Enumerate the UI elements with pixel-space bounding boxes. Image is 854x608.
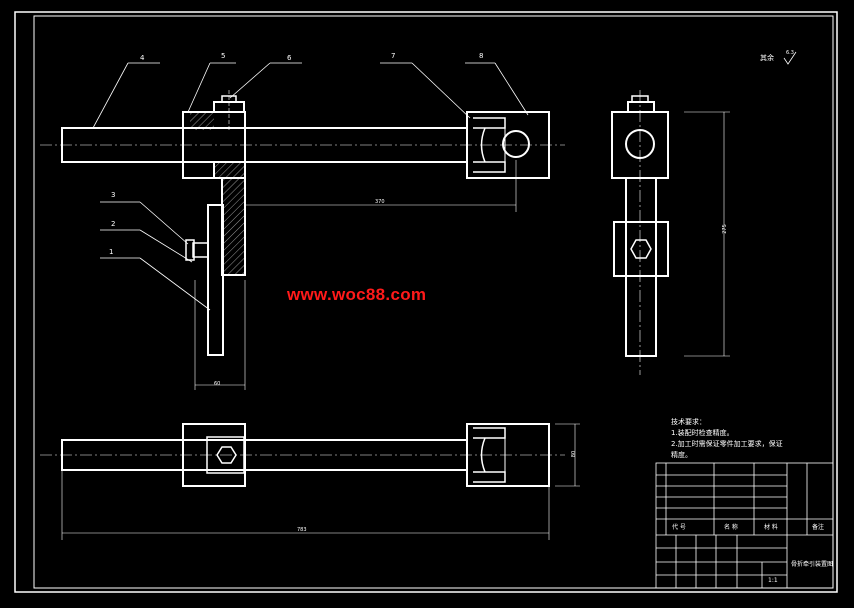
roughness-value: 6.3 bbox=[786, 50, 794, 56]
fork-end-front bbox=[466, 111, 550, 179]
side-view bbox=[611, 51, 797, 375]
notes-line-1: 1.装配时检查精度。 bbox=[671, 429, 734, 437]
outer-border bbox=[14, 11, 838, 593]
plan-view bbox=[40, 423, 580, 540]
dim-right-height: 275 bbox=[721, 224, 728, 234]
vertical-arm-front bbox=[207, 204, 224, 356]
balloon-1: 1 bbox=[109, 248, 114, 256]
tb-col-remark: 备注 bbox=[812, 524, 825, 531]
balloon-4: 4 bbox=[140, 54, 145, 62]
balloon-7: 7 bbox=[391, 52, 396, 60]
dim-top-length: 370 bbox=[375, 199, 385, 205]
technical-notes: 技术要求： 1.装配时检查精度。 2.加工时需保证零件加工要求，保证 精度。 bbox=[671, 417, 783, 461]
dim-bottom-length: 783 bbox=[297, 527, 307, 533]
notes-line-2: 2.加工时需保证零件加工要求，保证 bbox=[671, 440, 783, 448]
tb-col-name: 名 称 bbox=[724, 524, 738, 531]
tb-col-material: 材 料 bbox=[764, 524, 778, 531]
front-view bbox=[40, 62, 565, 390]
inner-border bbox=[33, 15, 834, 589]
balloon-2: 2 bbox=[111, 220, 116, 228]
tb-col-code: 代 号 bbox=[672, 524, 686, 531]
dim-bottom-height: 80 bbox=[571, 450, 578, 458]
balloon-6: 6 bbox=[287, 54, 292, 62]
balloon-8: 8 bbox=[479, 52, 484, 60]
rod-side bbox=[625, 177, 657, 357]
dim-clamp-width: 60 bbox=[214, 381, 221, 387]
watermark: www.woc88.com bbox=[287, 285, 427, 304]
balloon-5: 5 bbox=[221, 52, 226, 60]
clamp-body-plan bbox=[182, 423, 246, 487]
title-block bbox=[655, 462, 834, 589]
roughness-label: 其余 bbox=[760, 54, 774, 62]
notes-title: 技术要求： bbox=[671, 418, 706, 426]
tb-scale: 1:1 bbox=[768, 577, 778, 584]
tb-drawing-title: 骨折牵引装置图 bbox=[791, 561, 834, 568]
balloon-3: 3 bbox=[111, 191, 116, 199]
fork-end-plan bbox=[466, 423, 550, 487]
notes-line-3: 精度。 bbox=[671, 451, 692, 459]
